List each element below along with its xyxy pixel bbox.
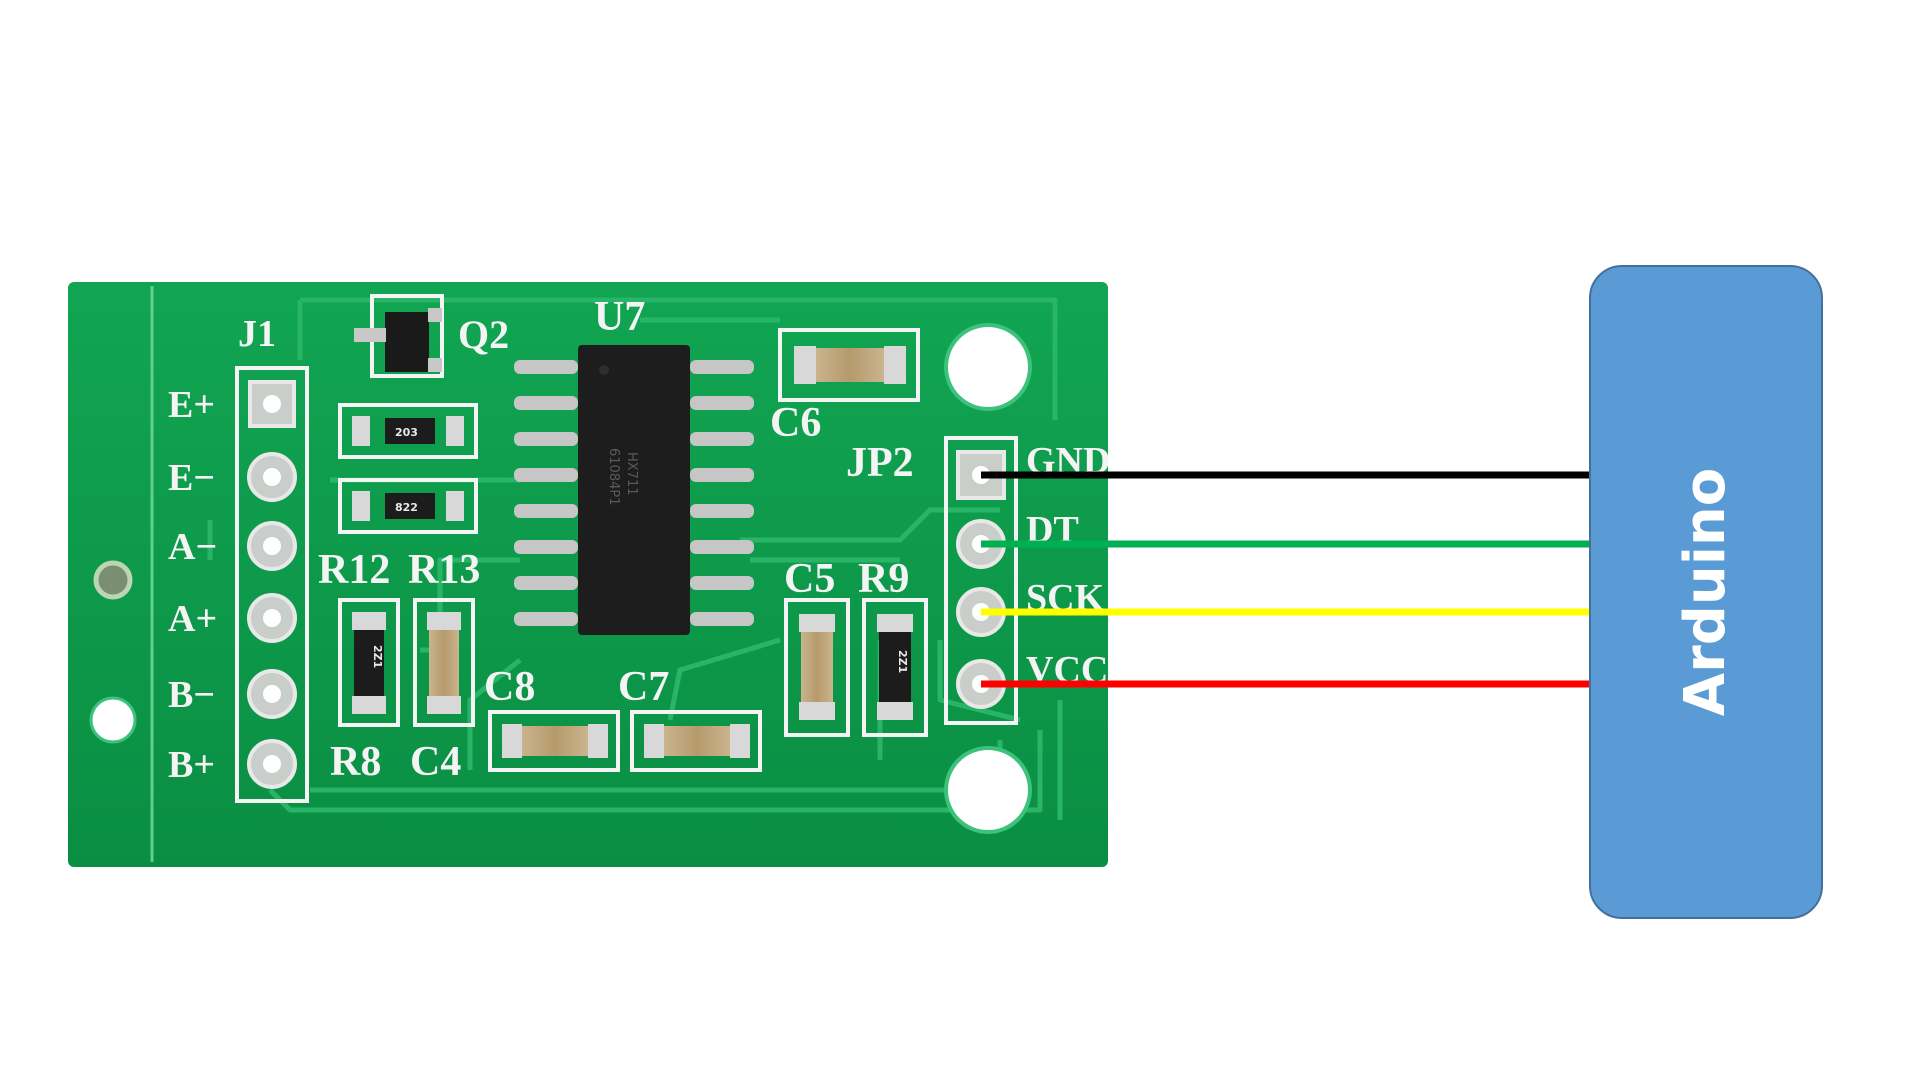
c5-label: C5 bbox=[784, 556, 835, 602]
resistor-code-r8: 2Z1 bbox=[371, 645, 384, 668]
capacitor-c6: C6 bbox=[770, 328, 920, 446]
resistor-r9: 2Z1 R9 bbox=[858, 556, 928, 737]
j1-pin-hole bbox=[263, 609, 281, 627]
r8-label: R8 bbox=[330, 739, 381, 785]
ic-marking-2: 61084P1 bbox=[606, 448, 621, 505]
hx711-board: J1 E+ E− A− A+ B− B+ Q2 HX711 61084P1 U7 bbox=[68, 282, 1110, 867]
ic-pin bbox=[690, 360, 754, 374]
j1-pin-hole bbox=[263, 755, 281, 773]
ic-pin bbox=[690, 504, 754, 518]
c7-label: C7 bbox=[618, 664, 669, 710]
j1-pin-label: B+ bbox=[168, 744, 215, 786]
j1-pin-hole bbox=[263, 537, 281, 555]
capacitor-c7: C7 bbox=[618, 664, 762, 772]
ic-pin bbox=[514, 540, 578, 554]
wires bbox=[981, 471, 1592, 688]
ic-pin bbox=[690, 396, 754, 410]
jp2-label: JP2 bbox=[846, 440, 914, 486]
resistor-822: 822 bbox=[338, 478, 478, 534]
arduino-block: Arduino bbox=[1589, 265, 1823, 919]
j1-pin-label: E− bbox=[168, 457, 215, 499]
ic-pin bbox=[514, 576, 578, 590]
ic-pin bbox=[514, 468, 578, 482]
via bbox=[93, 560, 133, 600]
resistor-code-822: 822 bbox=[395, 501, 418, 514]
c6-label: C6 bbox=[770, 400, 821, 446]
r12-label: R12 bbox=[318, 547, 390, 593]
ic-u7-hx711: HX711 61084P1 U7 bbox=[514, 294, 754, 635]
j1-pin-label: B− bbox=[168, 674, 215, 716]
ic-pin bbox=[690, 468, 754, 482]
ic-pin bbox=[514, 504, 578, 518]
connector-j1: J1 E+ E− A− A+ B− B+ bbox=[168, 313, 309, 803]
ic-pin bbox=[690, 432, 754, 446]
c4-label: C4 bbox=[410, 739, 461, 785]
resistor-code-203: 203 bbox=[395, 426, 418, 439]
c8-label: C8 bbox=[484, 664, 535, 710]
capacitor-c4: C4 bbox=[410, 598, 475, 785]
arduino-box bbox=[1589, 265, 1823, 919]
u7-label: U7 bbox=[594, 294, 645, 340]
capacitor-c5: C5 bbox=[784, 556, 850, 737]
j1-pin-label: E+ bbox=[168, 384, 215, 426]
mounting-hole bbox=[944, 746, 1032, 834]
resistor-code-r9: 2Z1 bbox=[896, 650, 909, 673]
r9-label: R9 bbox=[858, 556, 909, 602]
r13-label: R13 bbox=[408, 547, 480, 593]
j1-label: J1 bbox=[238, 313, 276, 355]
resistor-r8: 2Z1 R8 bbox=[330, 598, 400, 785]
capacitor-c8: C8 bbox=[484, 664, 620, 772]
j1-pin-hole bbox=[263, 468, 281, 486]
q2-label: Q2 bbox=[458, 312, 509, 357]
ic-pin bbox=[514, 396, 578, 410]
j1-pin-label: A+ bbox=[168, 598, 217, 640]
ic-pin bbox=[514, 432, 578, 446]
ic-pin bbox=[690, 576, 754, 590]
j1-pin-hole bbox=[263, 685, 281, 703]
transistor-q2: Q2 bbox=[354, 294, 509, 378]
ic-pin bbox=[514, 612, 578, 626]
ic-pin bbox=[514, 360, 578, 374]
mounting-hole bbox=[944, 323, 1032, 411]
ic-marking-1: HX711 bbox=[624, 452, 639, 496]
arduino-label: Arduino bbox=[1673, 468, 1738, 716]
j1-pin-label: A− bbox=[168, 526, 217, 568]
resistor-203: 203 bbox=[338, 403, 478, 459]
mounting-hole bbox=[89, 696, 137, 744]
ic-pin bbox=[690, 612, 754, 626]
ic-pin bbox=[690, 540, 754, 554]
